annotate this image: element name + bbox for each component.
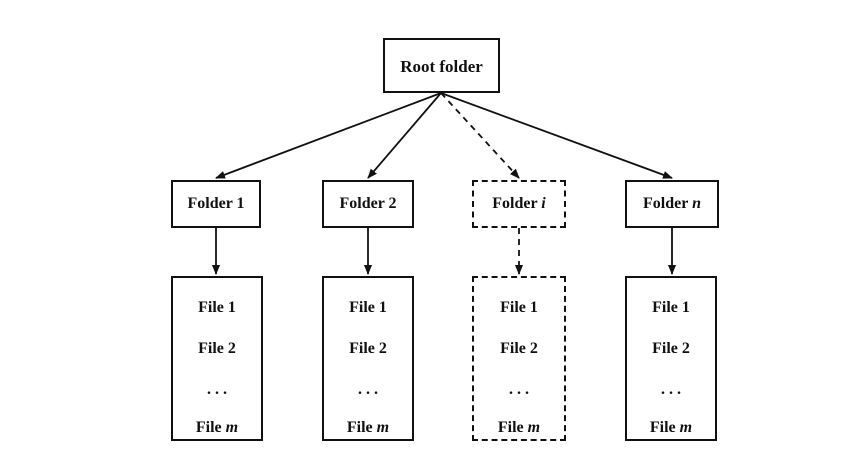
root-folder-label: Root folder xyxy=(400,57,483,76)
file-item: File 1 xyxy=(652,299,690,316)
file-item: File 2 xyxy=(652,340,690,357)
folder-box-4: Folder n xyxy=(625,180,719,228)
file-item: File m xyxy=(649,419,693,436)
file-list-box-2: File 1 File 2 . . . File m xyxy=(322,276,414,441)
edge-root-to-folder-4 xyxy=(440,92,673,179)
file-list-box-4: File 1 File 2 . . . File m xyxy=(625,276,717,441)
edge-root-to-folder-3 xyxy=(440,92,520,179)
file-item: File m xyxy=(195,419,239,436)
folder-label: Folder 2 xyxy=(339,195,397,212)
file-item: File 2 xyxy=(349,340,387,357)
folder-box-3: Folder i xyxy=(472,180,566,228)
folder-box-1: Folder 1 xyxy=(171,180,261,228)
file-item: File 1 xyxy=(500,299,538,316)
file-item: . . . xyxy=(207,381,227,398)
file-item: File 1 xyxy=(198,299,236,316)
folder-label: Folder n xyxy=(643,195,701,212)
file-item: File 1 xyxy=(349,299,387,316)
root-folder-box: Root folder xyxy=(383,38,500,93)
file-list-box-1: File 1 File 2 . . . File m xyxy=(171,276,263,441)
file-item: . . . xyxy=(661,381,681,398)
edge-root-to-folder-1 xyxy=(215,92,442,179)
file-list-box-3: File 1 File 2 . . . File m xyxy=(472,276,566,441)
folder-label: Folder 1 xyxy=(187,195,245,212)
file-item: File m xyxy=(346,419,390,436)
file-item: File 2 xyxy=(500,340,538,357)
file-item: File m xyxy=(497,419,541,436)
folder-label: Folder i xyxy=(492,195,546,212)
edge-root-to-folder-2 xyxy=(367,92,442,179)
file-item: . . . xyxy=(358,381,378,398)
folder-box-2: Folder 2 xyxy=(322,180,414,228)
file-item: . . . xyxy=(509,381,529,398)
file-item: File 2 xyxy=(198,340,236,357)
